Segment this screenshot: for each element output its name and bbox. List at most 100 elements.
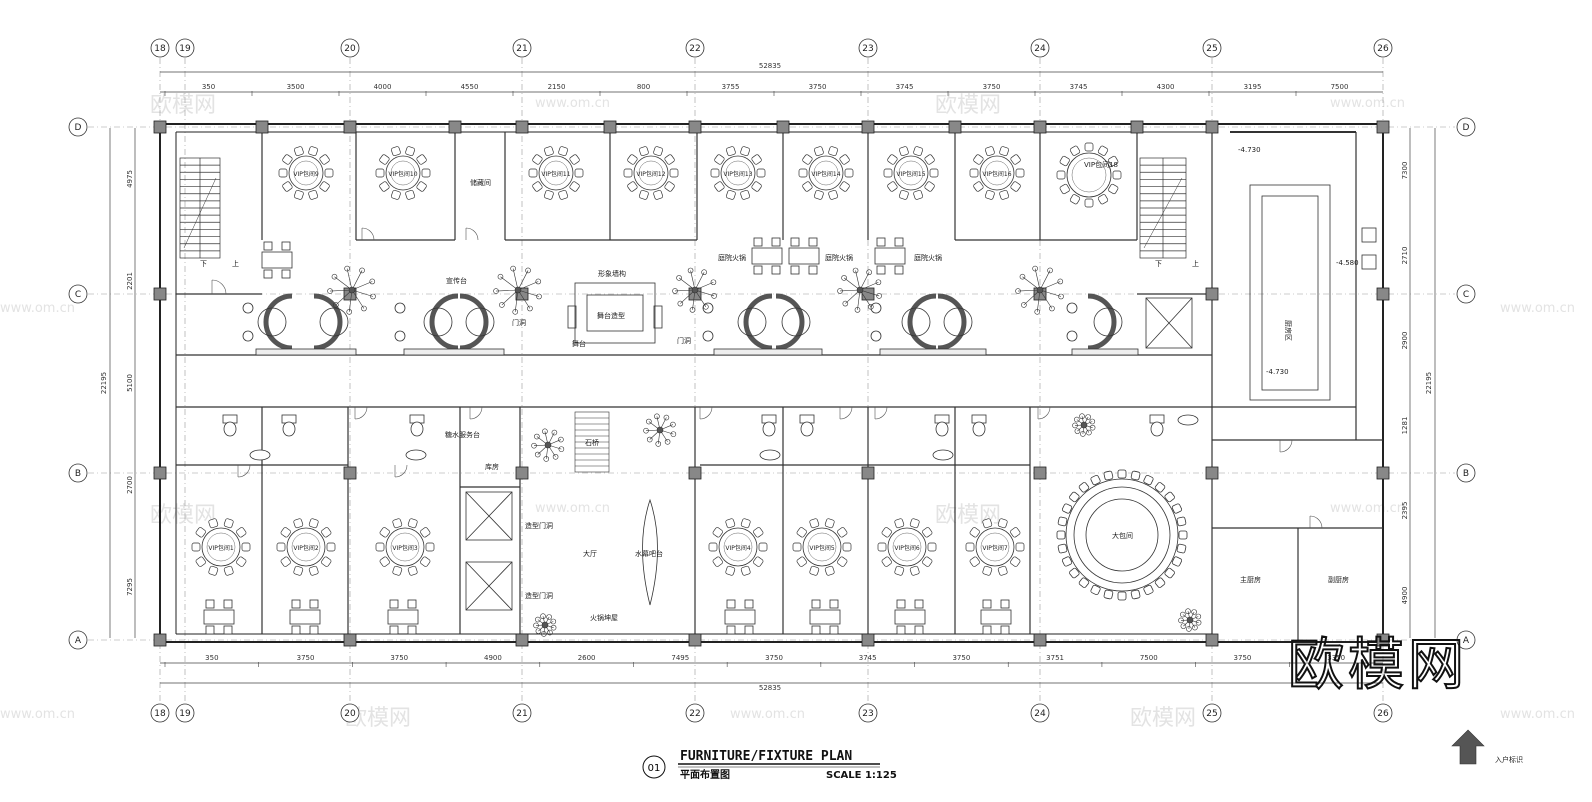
structural-column [1376, 287, 1390, 301]
axis-label: 18 [154, 709, 166, 719]
toilet-icon [409, 414, 425, 437]
booth-platform [713, 348, 823, 356]
large-round-table [1056, 469, 1188, 601]
table-label: VIP包间10 [388, 170, 417, 178]
axis-bubble-col: 25 [1202, 38, 1222, 58]
axis-label: D [75, 123, 82, 133]
label-sub-kitchen: 副厨房 [1328, 575, 1349, 584]
square-table [980, 599, 1012, 635]
axis-label: 21 [516, 44, 527, 54]
dimension-text: 2201 [126, 272, 134, 290]
axis-bubble-row: A [68, 630, 88, 650]
stage [567, 282, 663, 344]
door [874, 406, 888, 420]
dimension-text: 3750 [765, 654, 783, 662]
structural-column [343, 633, 357, 647]
axis-label: C [75, 290, 81, 300]
axis-bubble-col: 21 [512, 38, 532, 58]
stair-right [1139, 157, 1187, 259]
axis-label: 18 [154, 44, 166, 54]
axis-label: 26 [1377, 709, 1389, 719]
plant-icon [672, 267, 717, 313]
structural-column [948, 120, 962, 134]
entrance-arrow-icon [1451, 729, 1485, 765]
title-block: 01 FURNITURE/FIXTURE PLAN 平面布置图 SCALE 1:… [642, 749, 897, 781]
stair-up-label: 上 [1192, 259, 1199, 268]
label-hall: 大厅 [583, 549, 597, 558]
axis-bubble-col: 19 [175, 38, 195, 58]
lift-shafts [465, 297, 1193, 611]
room-label-storage: 储藏间 [470, 178, 491, 187]
stool [870, 330, 882, 342]
axis-bubble-row: A [1456, 630, 1476, 650]
dimension-text: 7500 [1331, 83, 1349, 91]
round-table [375, 146, 431, 200]
table-label: VIP包间4 [725, 544, 750, 552]
total-width-top: 52835 [759, 62, 781, 70]
axis-label: 22 [689, 709, 700, 719]
dimension-text: 2900 [1401, 332, 1409, 350]
level-mark: -4.730 [1238, 146, 1261, 154]
table-label: VIP包间14 [811, 170, 840, 178]
round-tables [191, 142, 1122, 576]
watermark-url: www.om.cn [1500, 707, 1575, 722]
toilet-icon [761, 414, 777, 437]
structural-column [861, 120, 875, 134]
watermark-url: www.om.cn [1330, 96, 1405, 111]
plant-icon [1072, 413, 1096, 437]
table-label: VIP包间11 [541, 170, 570, 178]
round-table [375, 518, 435, 576]
room-label-vip18: VIP包间18 [1084, 160, 1118, 169]
round-table [623, 146, 679, 200]
dimension-text: 7495 [671, 654, 689, 662]
label-stage: 舞台造型 [597, 311, 625, 320]
plant-icon [531, 428, 565, 462]
label-water-bar: 水幕吧台 [635, 549, 663, 558]
booth [257, 293, 293, 351]
structural-column [1130, 120, 1144, 134]
drawing-scale: SCALE 1:125 [826, 770, 897, 781]
drawing-number: 01 [648, 763, 661, 774]
axis-label: 23 [862, 44, 873, 54]
urinal-icon [932, 449, 954, 461]
axis-bubble-col: 26 [1373, 38, 1393, 58]
drawing-title: FURNITURE/FIXTURE PLAN [680, 749, 852, 764]
dimension-text: 800 [637, 83, 650, 91]
dimension-text: 3745 [896, 83, 914, 91]
axis-label: 19 [179, 709, 191, 719]
axis-bubble-col: 22 [685, 703, 705, 723]
round-table [877, 518, 937, 576]
plant-icon [643, 413, 677, 447]
doors [211, 227, 1323, 529]
total-depth-right: 22195 [1425, 372, 1433, 394]
booth [459, 293, 495, 351]
toilet-icon [1149, 414, 1165, 437]
urinal-icon [249, 449, 271, 461]
structural-column [1033, 120, 1047, 134]
stair-up-label: 上 [232, 259, 239, 268]
label-side-desk: 宣传台 [446, 276, 467, 285]
structural-column [1205, 466, 1219, 480]
dimension-text: 2710 [1401, 247, 1409, 265]
dimension-text: 4900 [484, 654, 502, 662]
watermark: 欧模网 [1130, 706, 1196, 731]
table-label: VIP包间6 [894, 544, 919, 552]
stool [870, 302, 882, 314]
structural-column [1205, 120, 1219, 134]
axis-label: 20 [344, 709, 356, 719]
door [469, 406, 483, 420]
round-table [1056, 142, 1122, 208]
watermark-url: www.om.cn [1500, 301, 1575, 316]
table-label: VIP包间7 [982, 544, 1007, 552]
axis-label: A [1463, 636, 1470, 646]
stone-bridge [574, 411, 610, 473]
stair-down-label: 下 [1155, 260, 1162, 268]
watermark-url: www.om.cn [730, 707, 805, 722]
axis-bubble-col: 18 [150, 38, 170, 58]
urinal-icon [1177, 414, 1199, 426]
dimension-lines [109, 71, 1436, 684]
stool [394, 302, 406, 314]
dimension-text: 4900 [1401, 587, 1409, 605]
door [1309, 515, 1323, 529]
axis-bubble-row: B [1456, 463, 1476, 483]
